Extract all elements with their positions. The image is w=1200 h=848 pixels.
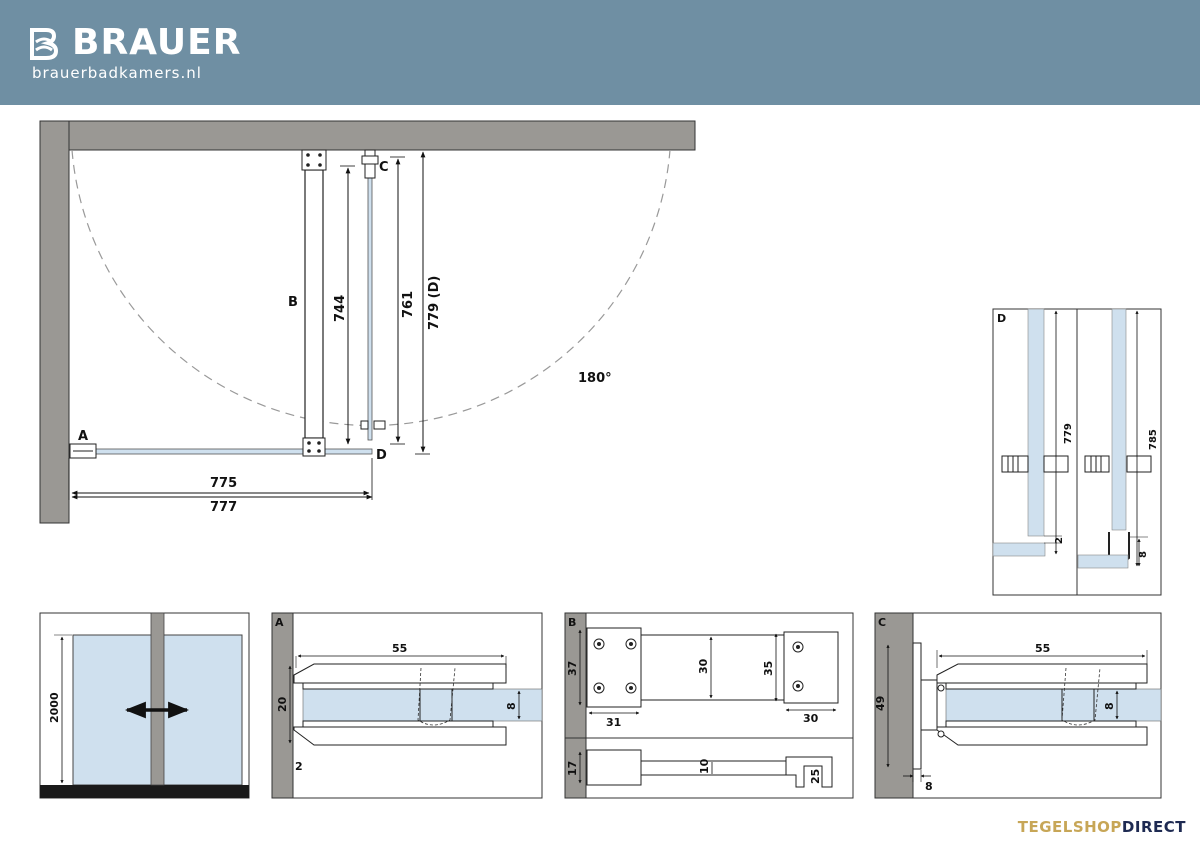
detail-c-mount <box>912 642 922 770</box>
detail-b-35: 35 <box>762 661 775 676</box>
detail-c-clamp-top <box>936 663 1148 684</box>
elevation-wall-post <box>150 612 165 786</box>
detail-a-label: A <box>275 616 284 629</box>
dim-744: 744 <box>333 295 348 322</box>
elevation-2000: 2000 <box>48 692 61 723</box>
detail-a-clamp-bottom <box>293 726 507 746</box>
plan-label-a: A <box>78 429 88 444</box>
detail-b-side-plate <box>586 749 642 786</box>
brand-site: brauerbadkamers.nl <box>32 64 202 82</box>
detail-d-779: 779 <box>1063 423 1074 444</box>
detail-d-floor-right <box>1077 554 1129 569</box>
detail-a-20: 20 <box>276 696 289 712</box>
detail-d-glass-right <box>1111 308 1127 531</box>
detail-c-clamp-bottom <box>936 726 1148 746</box>
detail-b: B 37 30 35 31 30 17 10 25 <box>564 612 854 799</box>
plan-glass-panel <box>89 448 373 455</box>
plan-view: A B C D 180° 775 777 744 761 779 (D) <box>39 120 696 524</box>
plan-angle-label: 180° <box>578 371 612 386</box>
detail-c-8a: 8 <box>1103 702 1116 710</box>
dim-761: 761 <box>401 291 416 318</box>
plan-label-b: B <box>288 295 298 310</box>
detail-d-785: 785 <box>1148 429 1159 450</box>
detail-b-30b: 30 <box>803 712 819 725</box>
dim-779d: 779 (D) <box>427 276 442 330</box>
footer-logo-part1: TEGELSHOP <box>1017 818 1122 836</box>
dim-775: 775 <box>210 476 237 491</box>
detail-b-17: 17 <box>566 761 579 776</box>
detail-a-8: 8 <box>505 702 518 710</box>
detail-b-31: 31 <box>606 716 621 729</box>
plan-label-d: D <box>376 448 387 463</box>
door-swing-arc <box>71 149 671 427</box>
elevation-floor <box>40 785 249 798</box>
detail-b-side-bar <box>640 760 787 776</box>
footer-logo-part2: DIRECT <box>1121 818 1186 836</box>
detail-a-55: 55 <box>392 642 407 655</box>
detail-a-wall <box>271 612 294 799</box>
detail-d-label: D <box>997 312 1006 325</box>
detail-c-glass <box>945 688 1162 722</box>
detail-b-37: 37 <box>566 661 579 676</box>
plan-label-c: C <box>379 160 389 175</box>
detail-b-side-end <box>785 756 833 788</box>
elevation-view: 2000 <box>39 612 250 799</box>
footer-logo: TEGELSHOPDIRECT <box>1018 818 1186 836</box>
detail-b-label: B <box>568 616 576 629</box>
detail-b-30a: 30 <box>697 658 710 674</box>
detail-c-8b: 8 <box>925 780 933 793</box>
detail-d-8: 8 <box>1138 551 1149 558</box>
detail-a: A 55 20 8 2 <box>271 612 543 799</box>
header-bar: BRAUER brauerbadkamers.nl <box>0 0 1200 105</box>
detail-d-floor-left <box>992 542 1046 557</box>
door-handle <box>360 420 369 430</box>
detail-c-55: 55 <box>1035 642 1050 655</box>
brand-name: BRAUER <box>72 22 242 63</box>
detail-c-49: 49 <box>874 696 887 711</box>
plan-wall-top <box>39 120 696 151</box>
detail-a-clamp-top <box>293 663 507 684</box>
detail-d-2: 2 <box>1054 537 1065 544</box>
stabiliser-top-plate <box>301 149 327 171</box>
dim-777: 777 <box>210 500 237 515</box>
stabiliser-bar-b <box>304 169 324 439</box>
plan-wall-left <box>39 120 70 524</box>
detail-b-25: 25 <box>809 769 822 784</box>
detail-a-2: 2 <box>295 760 303 773</box>
brauer-logo-icon <box>30 28 59 60</box>
detail-b-end-plate <box>783 631 839 704</box>
detail-d: D 779 2 785 8 <box>992 308 1162 596</box>
detail-c: C 55 49 8 8 <box>874 612 1162 799</box>
stabiliser-bottom-plate <box>302 437 326 457</box>
detail-d-glass-left <box>1027 308 1045 537</box>
plan-door-glass <box>367 169 373 441</box>
detail-b-10: 10 <box>698 758 711 774</box>
detail-c-label: C <box>878 616 886 629</box>
